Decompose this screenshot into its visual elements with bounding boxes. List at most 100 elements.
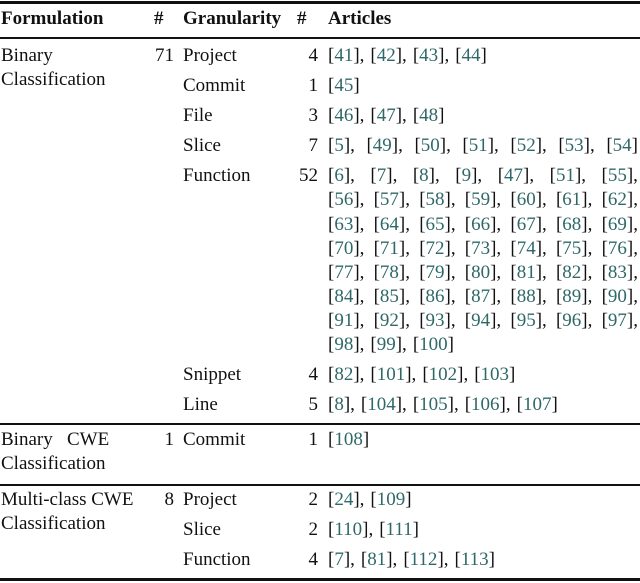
citation-link[interactable]: [102], <box>422 364 469 386</box>
citation-link[interactable]: [52], <box>510 135 547 157</box>
citation-link[interactable]: [48] <box>412 105 445 127</box>
citation-link[interactable]: [78], <box>373 261 410 283</box>
citation-link[interactable]: [88], <box>510 285 547 307</box>
citation-number: 82 <box>334 364 354 386</box>
citation-link[interactable]: [7], <box>370 165 398 187</box>
citation-number: 96 <box>562 309 582 331</box>
citation-link[interactable]: [80], <box>464 261 502 283</box>
citation-link[interactable]: [66], <box>464 213 502 235</box>
citation-link[interactable]: [58], <box>419 189 456 211</box>
citation-link[interactable]: [97], <box>601 309 638 331</box>
citation-link[interactable]: [42], <box>370 45 407 66</box>
citation-link[interactable]: [45] <box>328 75 360 97</box>
formulation-count: 71 <box>155 45 174 66</box>
citation-link[interactable]: [81], <box>360 549 398 571</box>
citation-number: 49 <box>372 135 392 157</box>
citation-line: [98],[99],[100] <box>328 333 638 357</box>
citation-link[interactable]: [9], <box>455 165 483 187</box>
citation-link[interactable]: [51], <box>549 165 587 187</box>
citation-link[interactable]: [8], <box>328 394 355 416</box>
citation-link[interactable]: [110], <box>328 519 374 541</box>
citation-link[interactable]: [81], <box>510 261 547 283</box>
bottom-rule <box>0 578 640 581</box>
citation-link[interactable]: [87], <box>464 285 502 307</box>
citation-link[interactable]: [91], <box>328 309 365 331</box>
article-citations: [5], [49], [50], [51], [52], [53], [54] <box>328 134 638 158</box>
citation-link[interactable]: [92], <box>373 309 410 331</box>
granularity-count: 52 <box>299 165 318 187</box>
citation-link[interactable]: [96], <box>555 309 593 331</box>
citation-link[interactable]: [104], <box>360 394 407 416</box>
citation-link[interactable]: [73], <box>464 237 502 259</box>
citation-link[interactable]: [83], <box>601 261 638 283</box>
citation-link[interactable]: [65], <box>419 213 456 235</box>
citation-link[interactable]: [108] <box>328 429 370 450</box>
citation-link[interactable]: [41], <box>328 45 365 66</box>
citation-link[interactable]: [47], <box>497 165 535 187</box>
citation-link[interactable]: [76], <box>601 237 638 259</box>
citation-link[interactable]: [6], <box>328 165 355 187</box>
citation-link[interactable]: [103] <box>474 364 516 386</box>
citation-link[interactable]: [68], <box>555 213 593 235</box>
citation-link[interactable]: [94], <box>464 309 502 331</box>
citation-link[interactable]: [95], <box>510 309 547 331</box>
citation-link[interactable]: [5], <box>328 135 355 157</box>
citation-link[interactable]: [54] <box>606 135 638 157</box>
citation-link[interactable]: [70], <box>328 237 365 259</box>
citation-link[interactable]: [112], <box>403 549 449 571</box>
citation-link[interactable]: [49], <box>366 135 403 157</box>
citation-link[interactable]: [98], <box>328 334 365 356</box>
citation-link[interactable]: [109] <box>370 489 412 510</box>
citation-number: 53 <box>564 135 584 157</box>
citation-link[interactable]: [69], <box>601 213 638 235</box>
citation-link[interactable]: [8], <box>412 165 440 187</box>
citation-link[interactable]: [111] <box>379 519 419 541</box>
article-citations: [7],[81],[112],[113] <box>328 548 638 572</box>
citation-link[interactable]: [59], <box>464 189 502 211</box>
citation-link[interactable]: [107] <box>516 394 558 416</box>
citation-link[interactable]: [79], <box>419 261 456 283</box>
citation-link[interactable]: [56], <box>328 189 365 211</box>
citation-link[interactable]: [7], <box>328 549 355 571</box>
citation-link[interactable]: [100] <box>412 334 454 356</box>
citation-link[interactable]: [105], <box>412 394 459 416</box>
citation-link[interactable]: [61], <box>555 189 593 211</box>
citation-link[interactable]: [75], <box>555 237 593 259</box>
citation-link[interactable]: [86], <box>419 285 456 307</box>
citation-link[interactable]: [82], <box>328 364 365 386</box>
citation-link[interactable]: [90], <box>601 285 638 307</box>
citation-link[interactable]: [113] <box>454 549 495 571</box>
citation-link[interactable]: [60], <box>510 189 547 211</box>
citation-link[interactable]: [24], <box>328 489 365 510</box>
citation-link[interactable]: [74], <box>510 237 547 259</box>
citation-link[interactable]: [57], <box>373 189 410 211</box>
citation-link[interactable]: [106], <box>464 394 511 416</box>
citation-link[interactable]: [44] <box>455 45 487 66</box>
citation-link[interactable]: [55], <box>601 165 638 187</box>
citation-link[interactable]: [99], <box>370 334 407 356</box>
citation-link[interactable]: [89], <box>555 285 593 307</box>
citation-link[interactable]: [62], <box>601 189 638 211</box>
citation-link[interactable]: [64], <box>373 213 410 235</box>
citation-link[interactable]: [47], <box>370 105 407 127</box>
citation-link[interactable]: [72], <box>419 237 456 259</box>
citation-link[interactable]: [51], <box>462 135 499 157</box>
citation-number: 61 <box>562 189 582 211</box>
citation-link[interactable]: [43], <box>412 45 450 66</box>
citation-number: 47 <box>376 105 396 127</box>
citation-link[interactable]: [46], <box>328 105 365 127</box>
citation-link[interactable]: [85], <box>373 285 410 307</box>
citation-number: 57 <box>379 189 399 211</box>
citation-link[interactable]: [93], <box>419 309 456 331</box>
citation-link[interactable]: [53], <box>558 135 595 157</box>
citation-line: [82],[101],[102],[103] <box>328 363 638 387</box>
citation-link[interactable]: [67], <box>510 213 547 235</box>
citation-link[interactable]: [71], <box>373 237 410 259</box>
citation-link[interactable]: [50], <box>414 135 451 157</box>
citation-link[interactable]: [84], <box>328 285 365 307</box>
citation-link[interactable]: [101], <box>370 364 417 386</box>
citation-link[interactable]: [82], <box>555 261 593 283</box>
citation-link[interactable]: [77], <box>328 261 365 283</box>
citation-number: 64 <box>379 213 399 235</box>
citation-link[interactable]: [63], <box>328 213 365 235</box>
